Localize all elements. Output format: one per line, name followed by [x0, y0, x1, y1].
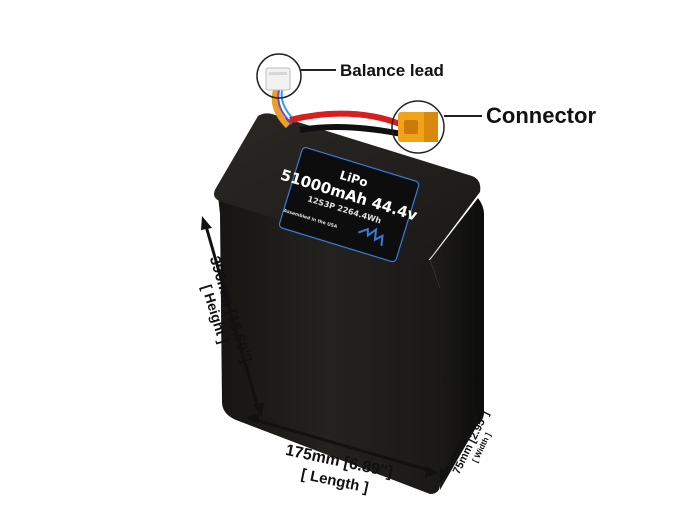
main-power-wire-red: [289, 110, 402, 127]
callout-balance-lead: Balance lead: [256, 53, 444, 99]
balance-wires: [271, 89, 291, 129]
battery-front-face: [218, 196, 440, 494]
callout-connector: Connector: [391, 100, 596, 154]
main-power-wire-black: [299, 124, 403, 137]
battery-side-face: [430, 198, 484, 490]
connector-label: Connector: [486, 103, 596, 128]
balance-lead-label: Balance lead: [340, 61, 444, 80]
wiring: [265, 67, 438, 142]
balance-plug: [265, 67, 291, 91]
product-label: LiPo 51000mAh 44.4v 12S3P 2264.4Wh Assem…: [278, 147, 420, 263]
xt-connector: [398, 112, 438, 142]
brand-logo: [358, 227, 384, 246]
